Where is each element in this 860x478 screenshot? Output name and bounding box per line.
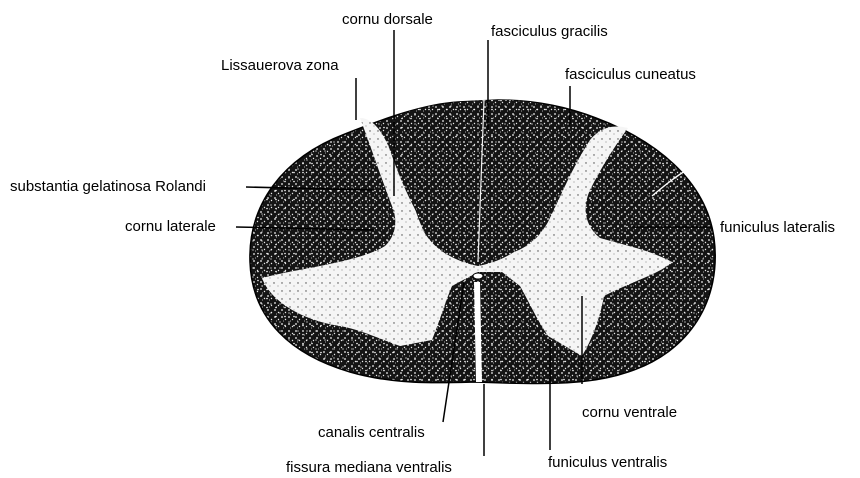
label-fasciculus-gracilis: fasciculus gracilis (491, 23, 608, 40)
label-canalis-centralis: canalis centralis (318, 424, 425, 441)
central-canal (473, 273, 483, 279)
label-fasciculus-cuneatus: fasciculus cuneatus (565, 66, 696, 83)
label-cornu-laterale: cornu laterale (125, 218, 216, 235)
label-cornu-ventrale: cornu ventrale (582, 404, 677, 421)
label-substantia-gelatinosa: substantia gelatinosa Rolandi (10, 178, 206, 195)
label-funiculus-ventralis: funiculus ventralis (548, 454, 667, 471)
label-fissura-mediana-ventralis: fissura mediana ventralis (286, 459, 452, 476)
label-cornu-dorsale: cornu dorsale (342, 11, 433, 28)
label-lissauerova-zona: Lissauerova zona (221, 57, 339, 74)
label-funiculus-lateralis: funiculus lateralis (720, 219, 835, 236)
